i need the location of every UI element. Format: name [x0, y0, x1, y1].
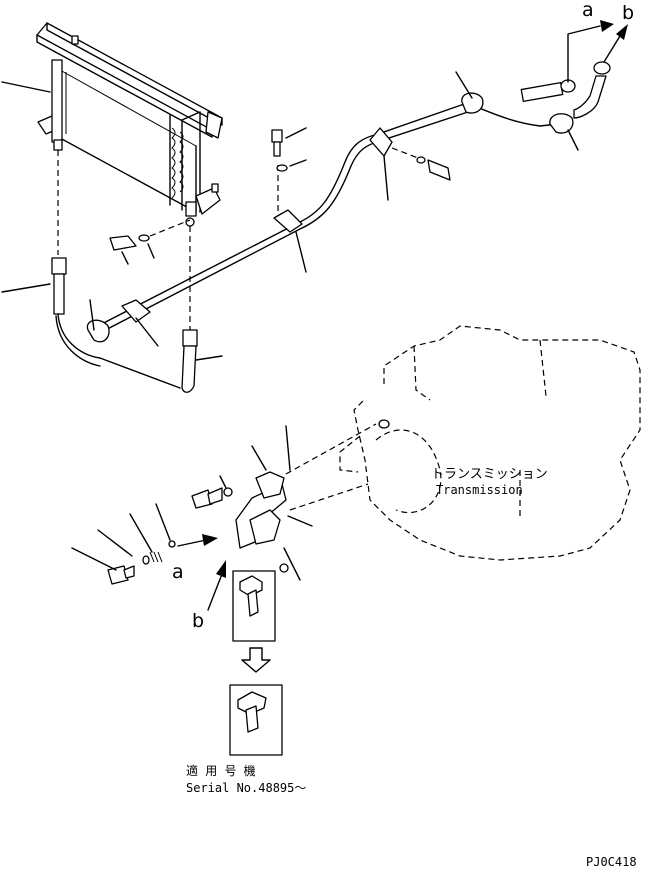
- transmission-label-en: Transmission: [436, 483, 523, 497]
- hose-connection-a: [521, 80, 575, 101]
- drawing-code: PJ0C418: [586, 855, 637, 869]
- valve-fitting: [236, 426, 312, 548]
- new-bolt-box: [230, 685, 282, 755]
- arrow-b-top: [604, 24, 628, 62]
- label-a-bottom: a: [172, 561, 184, 583]
- tube-clamp: [87, 300, 109, 342]
- label-a-top: a: [582, 0, 594, 21]
- tube-clamp: [122, 300, 158, 346]
- change-arrow: [242, 648, 270, 672]
- label-b-top: b: [622, 2, 634, 24]
- serial-label-en: Serial No.48895～: [186, 781, 306, 795]
- bolt: [272, 128, 306, 171]
- oil-tube-main: [90, 102, 558, 337]
- transmission-housing: [340, 326, 640, 560]
- arrow-b-bottom: [208, 560, 226, 610]
- old-bolt-box: [233, 571, 275, 641]
- label-b-bottom: b: [192, 610, 204, 632]
- fitting-bolt: [72, 504, 300, 584]
- tube-clamp: [550, 114, 578, 150]
- bolt: [110, 235, 154, 264]
- arrow-a-bottom: [178, 534, 218, 546]
- tube-clamp: [456, 72, 483, 113]
- arrow-a-top: [568, 20, 614, 82]
- serial-label-jp: 適 用 号 機: [186, 763, 256, 778]
- cooler-hose-right: [182, 330, 222, 392]
- cooler-hose-left: [52, 258, 180, 388]
- bolt: [392, 148, 450, 180]
- transmission-label-jp: トランスミッション: [431, 467, 548, 482]
- tube-clamp: [370, 128, 392, 200]
- fitting-bolt: [192, 476, 232, 508]
- oil-cooler: [37, 23, 222, 226]
- hose-connection-b: [574, 62, 610, 118]
- tube-clamp: [274, 165, 306, 272]
